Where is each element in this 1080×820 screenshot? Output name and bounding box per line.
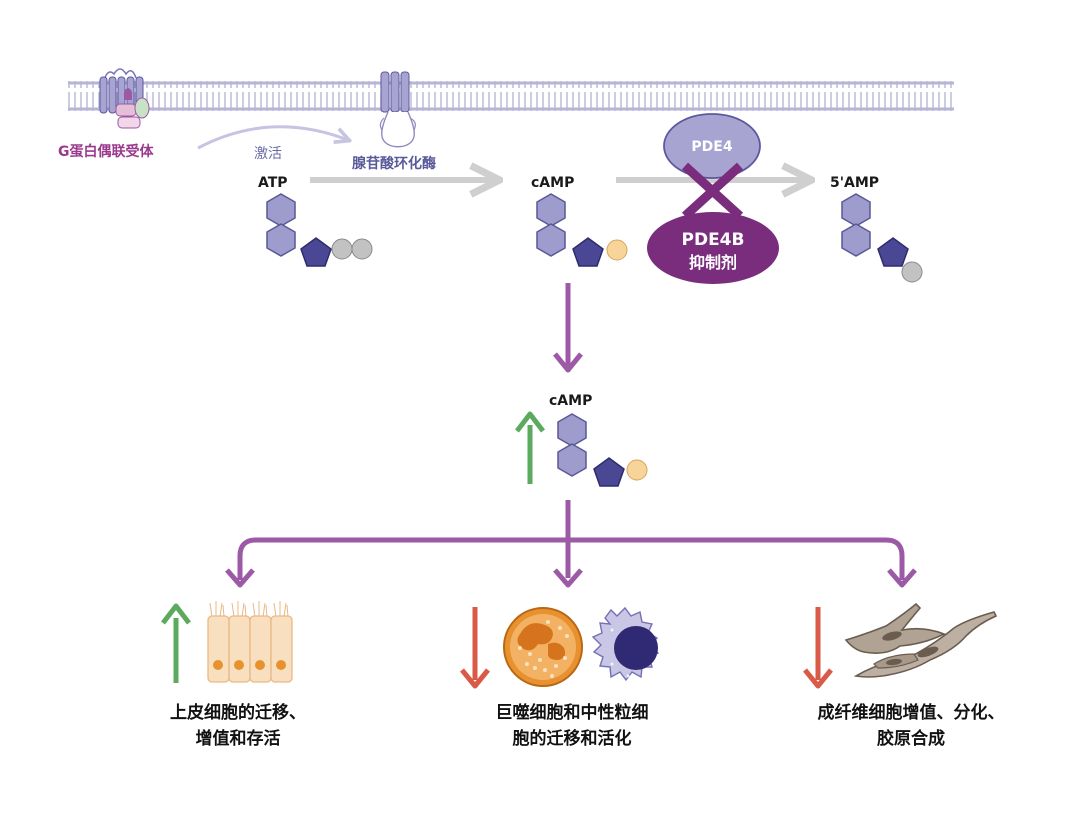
camp-label: cAMP — [531, 175, 574, 191]
up-arrow-icon — [515, 411, 545, 484]
adenylate-cyclase-icon — [379, 71, 416, 148]
camp-down-arrow — [553, 283, 583, 373]
atp-molecule-icon — [266, 193, 373, 267]
left-outcome-line2: 增值和存活 — [196, 728, 281, 749]
fibroblast-cells-icon — [844, 602, 998, 678]
macrophage-cell-icon — [591, 606, 666, 682]
middle-outcome-line1: 巨噬细胞和中性粒细 — [496, 702, 649, 723]
camp-center-label: cAMP — [549, 393, 592, 409]
right-outcome-line1: 成纤维细胞增值、分化、 — [818, 702, 1005, 723]
pde4b-inhibitor: PDE4B 抑制剂 — [647, 212, 779, 284]
pde4-enzyme: PDE4 — [663, 113, 761, 179]
inhibition-x-icon — [681, 162, 744, 220]
down-arrow-icon — [460, 607, 490, 689]
camp-molecule-icon — [536, 193, 628, 267]
epithelial-cells-icon — [207, 601, 293, 683]
cell-membrane — [68, 81, 954, 111]
down-arrow-icon — [803, 607, 833, 689]
right-outcome-line2: 胶原合成 — [877, 728, 945, 749]
activation-arrow — [197, 125, 348, 150]
up-arrow-icon — [161, 603, 191, 683]
middle-outcome-line2: 胞的迁移和活化 — [513, 728, 632, 749]
gpcr-label: G蛋白偶联受体 — [58, 143, 154, 160]
gpcr-receptor-icon — [99, 68, 150, 129]
activate-label: 激活 — [254, 145, 282, 162]
pde4b-label-line1: PDE4B — [682, 230, 745, 250]
pde4b-label-line2: 抑制剂 — [689, 253, 737, 272]
branch-arrows — [225, 500, 917, 588]
adenylate-cyclase-label: 腺苷酸环化酶 — [352, 155, 436, 172]
amp5-molecule-icon — [841, 193, 923, 283]
neutrophil-cell-icon — [503, 607, 583, 687]
camp-center-molecule-icon — [557, 413, 648, 487]
amp5-label: 5'AMP — [830, 175, 879, 191]
left-outcome-line1: 上皮细胞的迁移、 — [170, 702, 306, 723]
pde4-label: PDE4 — [691, 139, 732, 155]
atp-label: ATP — [258, 175, 288, 191]
